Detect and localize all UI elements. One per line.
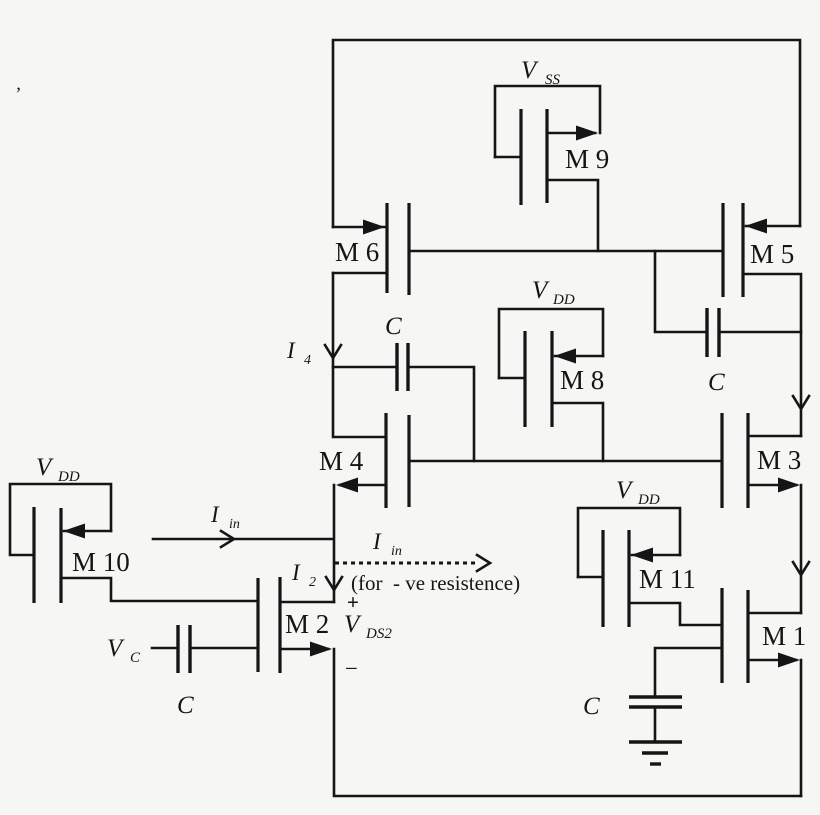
labels: ’ V SS M 9 M 6 M 5 V DD M 8 C C I 4 M 4 … <box>14 57 806 720</box>
mosfet-arrow-m2 <box>310 641 332 657</box>
iin-dashed-arrowhead <box>475 553 493 573</box>
neg-resistance-note: (for - ve resistence) <box>351 571 520 595</box>
mosfet-arrow-m11 <box>631 547 653 563</box>
i2-label: I <box>291 560 301 585</box>
wire-vss-box <box>493 84 602 159</box>
m4-label: M 4 <box>319 446 364 476</box>
current-arrow-iin-dashed <box>335 553 493 573</box>
capacitor-middle <box>331 343 476 463</box>
transistor-m8 <box>497 307 605 463</box>
mosfet-arrow-m6 <box>363 219 385 235</box>
wire-m10-source <box>59 576 260 603</box>
m2-label: M 2 <box>285 609 329 639</box>
mosfet-arrow-m9 <box>576 125 598 141</box>
plus-sign: + <box>347 590 359 614</box>
wire-left-rail-i4 <box>331 271 388 439</box>
minus-sign: − <box>345 656 358 681</box>
transistor-m5 <box>721 203 811 438</box>
wire-vdd-box-m10 <box>8 482 113 557</box>
iin-dashed-subscript: in <box>391 544 402 559</box>
vdd-m8-label: V <box>532 277 550 304</box>
vdd-m8-subscript: DD <box>552 292 575 308</box>
wire-cap-right-feed <box>653 249 708 334</box>
iin-subscript: in <box>229 517 240 532</box>
vds2-subscript: DS2 <box>365 626 392 642</box>
mosfet-arrow-m4 <box>336 477 358 493</box>
m1-label: M 1 <box>762 621 806 651</box>
mosfet-arrow-m5 <box>745 218 767 234</box>
vds2-label: V <box>344 611 362 638</box>
vc-subscript: C <box>130 650 141 666</box>
vss-subscript: SS <box>545 72 561 88</box>
wire-m9-source <box>545 178 600 253</box>
mosfet-arrow-m8 <box>554 348 576 364</box>
vdd-m10-subscript: DD <box>57 469 80 485</box>
transistor-m1 <box>653 588 803 798</box>
iin-arrowhead <box>219 529 237 549</box>
stray-mark: ’ <box>14 84 20 105</box>
rail-arrow-down-lower <box>791 560 811 578</box>
m11-label: M 11 <box>639 564 696 594</box>
i4-label: I <box>286 338 296 363</box>
vdd-m11-subscript: DD <box>637 492 660 508</box>
vdd-m10-label: V <box>36 454 54 481</box>
iin-dashed-label: I <box>372 529 382 554</box>
wire-supply-loop-top <box>331 38 802 229</box>
transistor-m2 <box>256 577 803 798</box>
cap-right-label: C <box>708 369 725 396</box>
transistor-m6 <box>331 203 411 295</box>
current-arrow-iin <box>151 529 335 549</box>
cap-vc-label: C <box>177 692 194 719</box>
wire-m8-source <box>550 401 605 463</box>
i4-subscript: 4 <box>304 353 311 368</box>
transistor-m10 <box>8 482 260 603</box>
capacitor-right <box>653 249 803 357</box>
m9-label: M 9 <box>565 144 609 174</box>
capacitor-bottom <box>629 695 682 744</box>
rail-arrow-down-upper <box>791 394 811 412</box>
transistor-m3 <box>720 413 811 615</box>
i2-subscript: 2 <box>309 575 316 590</box>
cap-middle-label: C <box>385 313 402 340</box>
mosfet-arrow-m10 <box>63 523 85 539</box>
vc-label: V <box>107 635 125 662</box>
wire-vdd-box-m8 <box>497 307 605 380</box>
cap-bottom-label: C <box>583 693 600 720</box>
m6-label: M 6 <box>335 237 379 267</box>
current-arrow-i4 <box>323 343 343 361</box>
iin-label: I <box>210 502 220 527</box>
m5-label: M 5 <box>750 239 794 269</box>
m10-label: M 10 <box>72 547 130 577</box>
capacitor-vc <box>150 625 260 673</box>
wire-m5-source-rail <box>741 272 803 438</box>
vss-label: V <box>521 57 539 84</box>
current-arrow-i2 <box>324 575 344 593</box>
vdd-m11-label: V <box>616 477 634 504</box>
transistor-m9 <box>493 84 602 253</box>
transistor-m11 <box>576 506 724 627</box>
mosfet-arrow-m1 <box>778 652 800 668</box>
wire-vdd-box-m11 <box>576 506 682 579</box>
wire-m11-source <box>627 601 724 627</box>
mosfet-arrow-m3 <box>778 477 800 493</box>
m8-label: M 8 <box>560 365 604 395</box>
ground-symbol <box>629 740 682 766</box>
wire-bottom-rail <box>332 647 803 798</box>
wire-cap-mid-right-lead <box>406 365 476 463</box>
wire-m1-gate-feed <box>653 646 724 699</box>
m3-label: M 3 <box>757 445 801 475</box>
